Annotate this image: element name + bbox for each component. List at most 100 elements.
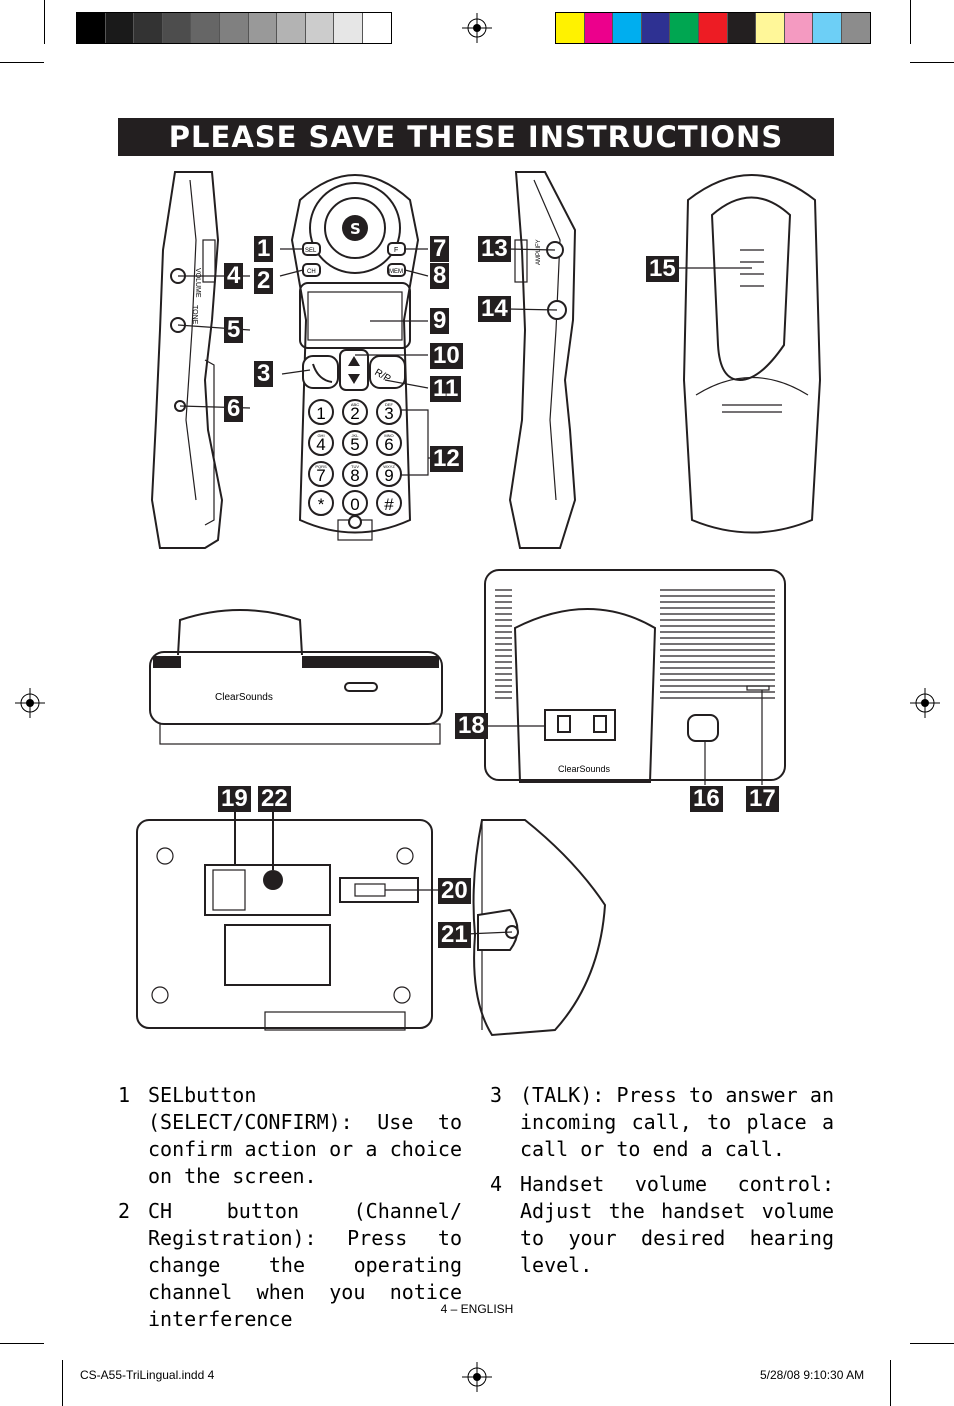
color-swatch [841,13,870,43]
page-title: PLEASE SAVE THESE INSTRUCTIONS [118,118,834,156]
registration-target-icon [462,1362,492,1392]
color-swatch [191,13,220,43]
color-swatch [105,13,135,43]
callout-3: 3 [254,361,274,387]
callout-12: 12 [430,446,463,472]
keypad-key-label: * [318,495,325,514]
svg-text:S: S [350,220,361,238]
grayscale-swatch-bar [76,12,392,44]
crop-mark [44,0,45,44]
keypad-key [308,461,334,487]
callout-8: 8 [430,263,450,289]
crop-mark [890,1360,891,1406]
color-swatch [219,13,249,43]
keypad-key-letters: TUV [351,464,359,469]
keypad-key-letters: MNO [384,433,393,438]
slug-timestamp: 5/28/08 9:10:30 AM [760,1368,865,1382]
base-top-view: ClearSounds [484,569,786,783]
callout-16: 16 [690,786,723,812]
keypad-key-label: 4 [316,435,325,454]
keypad-key [376,399,402,425]
instructions-left-column: 1 SELbutton (SELECT/CONFIRM): Use to conf… [118,1082,462,1341]
callout-17: 17 [746,786,779,812]
callout-13: 13 [478,236,511,262]
keypad-key-letters: WXYZ [383,464,395,469]
callout-11: 11 [430,376,462,402]
keypad-key [376,490,402,516]
color-swatch [784,13,814,43]
keypad-key-label: 6 [384,435,393,454]
color-swatch [813,13,842,43]
keypad-key-label: 1 [316,404,325,423]
amplify-label: AMPLIFY [536,239,542,265]
color-swatch [584,13,614,43]
callout-18: 18 [455,713,488,739]
instruction-text: Handset volume control: Adjust the hands… [520,1172,834,1277]
keypad-key-letters: DEF [385,402,394,407]
callout-15: 15 [646,256,679,282]
crop-mark [910,1343,954,1344]
color-swatch [277,13,306,43]
color-swatch [756,13,785,43]
color-swatch [77,13,106,43]
callout-19: 19 [218,786,251,812]
base-bottom-view [136,810,433,1031]
keypad-key-letters: JKL [352,433,360,438]
callout-7: 7 [430,236,450,262]
color-swatch [362,13,391,43]
color-swatch [305,13,335,43]
registration-target-icon [15,688,45,718]
callout-1: 1 [254,236,274,262]
keypad-key-label: # [384,495,394,514]
crop-mark [0,62,44,63]
ch-key-label: CH [307,269,316,275]
callout-5: 5 [224,317,244,343]
color-swatch [613,13,642,43]
volume-label: VOLUME [194,268,201,298]
keypad-key [342,461,368,487]
color-swatch-bar [555,12,871,44]
keypad-key [342,430,368,456]
keypad-key [376,461,402,487]
instruction-text: CH button (Channel/ Registration): Press… [148,1199,462,1331]
keypad-key [308,430,334,456]
handset-back-view [682,174,822,534]
color-swatch [134,13,163,43]
keypad-key-letters: PQRS [315,464,327,469]
tone-label: TONE [191,305,198,325]
keypad-key [376,430,402,456]
instruction-text: SELbutton (SELECT/CONFIRM): Use to confi… [148,1083,462,1188]
callout-20: 20 [438,878,471,904]
keypad-key-letters: ABC [351,402,359,407]
keypad-key [308,490,334,516]
keypad-key-label: 9 [384,466,393,485]
color-swatch [698,13,728,43]
keypad-key-label: 7 [316,466,325,485]
color-swatch [727,13,757,43]
instruction-item: 3(TALK): Press to answer an incoming cal… [490,1082,834,1163]
color-swatch [162,13,192,43]
instruction-item: 2 CH button (Channel/ Registration): Pres… [118,1198,462,1333]
handset-right-side-view: AMPLIFY [508,171,577,549]
instruction-number: 2 [118,1199,131,1223]
callout-10: 10 [430,343,463,369]
slug-filename: CS-A55-TriLingual.indd 4 [80,1368,215,1382]
crop-mark [910,62,954,63]
instruction-number: 3 [490,1083,503,1107]
instruction-number: 1 [118,1083,131,1107]
instruction-number: 4 [490,1172,503,1196]
color-swatch [334,13,363,43]
f-key-label: F [394,247,398,254]
page-number: 4 – ENGLISH [440,1302,514,1316]
color-swatch [248,13,278,43]
callout-22: 22 [258,786,291,812]
keypad-key-label: 8 [350,466,359,485]
callout-6: 6 [224,396,244,422]
leader-lines [177,248,763,935]
callout-14: 14 [478,296,511,322]
handset-left-side-view: VOLUME TONE [150,171,224,549]
crop-mark [62,1360,63,1406]
